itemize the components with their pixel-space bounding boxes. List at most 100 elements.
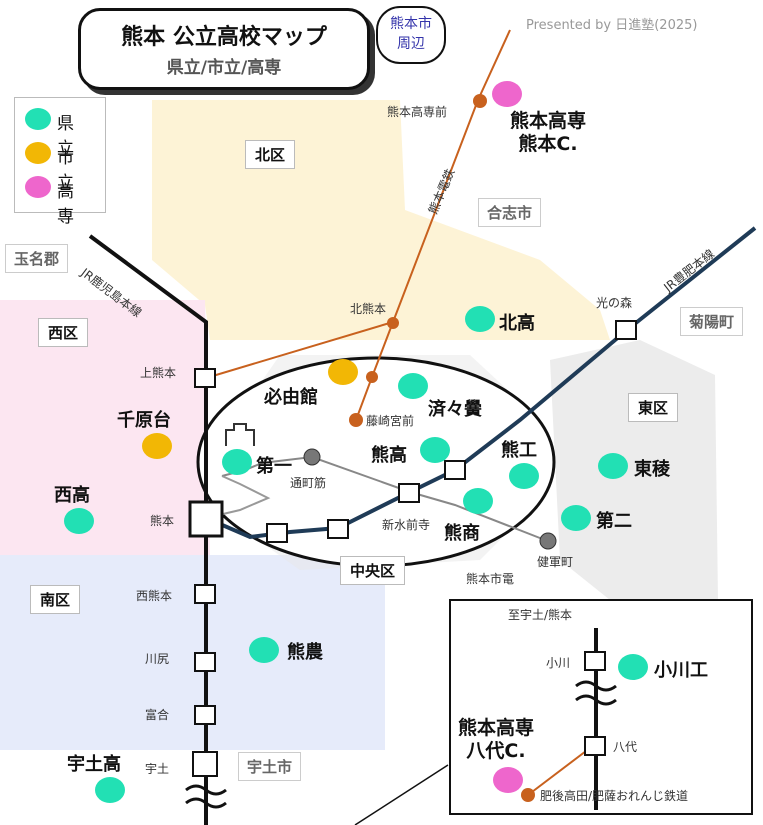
school-daiichi[interactable]: 第一 — [256, 456, 292, 477]
school-kosen-yatsushiro[interactable]: 熊本高専 八代C. — [458, 717, 534, 763]
dot-kosen-yatsushiro — [493, 767, 523, 793]
school-kosen-kumamoto[interactable]: 熊本高専 熊本C. — [510, 110, 586, 156]
legend-label: 市立 — [57, 148, 74, 193]
jr-kagoshima-line — [88, 234, 208, 765]
inset-pointer — [354, 764, 449, 825]
school-campus-line: 熊本C. — [518, 133, 578, 155]
dot-kumano — [249, 637, 279, 663]
area-bubble: 熊本市 周辺 — [376, 6, 446, 64]
page-subtitle: 県立/市立/高専 — [166, 58, 282, 78]
station-uto-mark — [192, 751, 218, 777]
district-chuo: 中央区 — [340, 556, 406, 585]
school-seiseiko[interactable]: 済々黌 — [428, 399, 482, 420]
station-torichosuji: 通町筋 — [290, 476, 327, 490]
district-nishi: 西区 — [38, 318, 89, 347]
inset-orange-line — [527, 747, 591, 796]
station-kumamoto: 熊本 — [150, 514, 175, 528]
station-uto: 宇土 — [145, 762, 170, 776]
station-ogawa: 小川 — [546, 656, 571, 670]
region-minami — [0, 555, 385, 750]
station-nishikumamoto-mark — [194, 584, 216, 604]
station-hikarinomori-mark — [615, 320, 637, 340]
legend-dot-icon — [25, 176, 51, 198]
station-shinsuizenji-mark — [398, 483, 420, 503]
school-hitsuyukan[interactable]: 必由館 — [264, 387, 318, 408]
station-ogawa-mark — [584, 651, 606, 671]
dot-nishiko — [64, 508, 94, 534]
station-kamikumamoto: 上熊本 — [140, 366, 177, 380]
school-kumako[interactable]: 熊高 — [371, 445, 407, 466]
school-campus-line: 八代C. — [466, 740, 526, 762]
school-utoko[interactable]: 宇土高 — [67, 754, 121, 775]
station-dentetsu-mid-dot — [366, 371, 378, 383]
dot-kitako — [465, 306, 495, 332]
dot-kosen-kumamoto — [492, 81, 522, 107]
station-fujisakimiyamae-dot — [349, 413, 363, 427]
station-kitakumamoto-dot — [387, 317, 399, 329]
dot-daiichi — [222, 449, 252, 475]
station-kamikumamoto-mark — [194, 368, 216, 388]
dot-hitsuyukan — [328, 359, 358, 385]
station-kengunmachi-dot — [539, 532, 557, 550]
dot-kumako — [420, 437, 450, 463]
school-kitako[interactable]: 北高 — [499, 313, 535, 334]
school-daini[interactable]: 第二 — [596, 511, 632, 532]
district-kita: 北区 — [245, 140, 296, 169]
station-kawashiri: 川尻 — [145, 652, 170, 666]
station-kengunmachi: 健軍町 — [537, 555, 574, 569]
dot-ogawako — [618, 654, 648, 680]
station-hohi-1-mark — [266, 523, 288, 543]
legend: 県立 市立 高専 — [14, 97, 106, 227]
line-label-shiden: 熊本市電 — [466, 572, 515, 586]
dot-kumasho — [463, 488, 493, 514]
station-fujisakimiyamae: 藤崎宮前 — [366, 414, 415, 428]
shiden-branch — [205, 475, 271, 519]
inset-break-mark — [575, 680, 617, 706]
school-kumako-ko[interactable]: 熊工 — [501, 440, 537, 461]
station-kitakumamoto: 北熊本 — [350, 302, 387, 316]
station-hohi-2-mark — [327, 519, 349, 539]
school-chiharadai[interactable]: 千原台 — [117, 410, 171, 431]
school-name-line: 熊本高専 — [510, 110, 587, 132]
school-nishiko[interactable]: 西高 — [54, 485, 90, 506]
muni-kikuyo: 菊陽町 — [680, 307, 744, 336]
station-torichosuji-dot — [303, 448, 321, 466]
station-kawashiri-mark — [194, 652, 216, 672]
title-box: 熊本 公立高校マップ 県立/市立/高専 — [78, 8, 370, 90]
legend-dot-icon — [25, 108, 51, 130]
school-kumasho[interactable]: 熊商 — [444, 523, 480, 544]
legend-dot-icon — [25, 142, 51, 164]
school-higashiryo[interactable]: 東稜 — [634, 459, 670, 480]
credit-text: Presented by 日進塾(2025) — [526, 18, 698, 33]
bubble-line-2: 周辺 — [397, 36, 425, 52]
region-nishi — [0, 300, 210, 560]
station-shinsuizenji: 新水前寺 — [382, 518, 431, 532]
dot-daini — [561, 505, 591, 531]
station-nishikumamoto: 西熊本 — [136, 589, 173, 603]
dot-chiharadai — [142, 433, 172, 459]
school-name-line: 熊本高専 — [458, 717, 535, 739]
dot-utoko — [95, 777, 125, 803]
station-kumamoto-mark — [188, 500, 224, 538]
station-tomiai-mark — [194, 705, 216, 725]
legend-label: 高専 — [57, 182, 74, 227]
legend-label: 県立 — [57, 114, 74, 159]
dot-higashiryo — [598, 453, 628, 479]
bubble-line-1: 熊本市 — [390, 16, 432, 32]
station-kosenmae: 熊本高専前 — [387, 105, 448, 119]
station-hikarinomori: 光の森 — [596, 296, 633, 310]
muni-koshi: 合志市 — [478, 198, 542, 227]
station-yatsushiro-mark — [584, 736, 606, 756]
page-title: 熊本 公立高校マップ — [121, 25, 327, 50]
castle-icon — [225, 423, 255, 446]
station-tomiai: 富合 — [145, 708, 170, 722]
dot-kumako-ko — [509, 463, 539, 489]
district-higashi: 東区 — [628, 393, 679, 422]
school-ogawako[interactable]: 小川工 — [654, 660, 708, 681]
station-higotakada-dot — [521, 788, 535, 802]
line-break-mark — [185, 784, 227, 809]
muni-uto: 宇土市 — [238, 752, 302, 781]
school-kumano[interactable]: 熊農 — [287, 642, 323, 663]
